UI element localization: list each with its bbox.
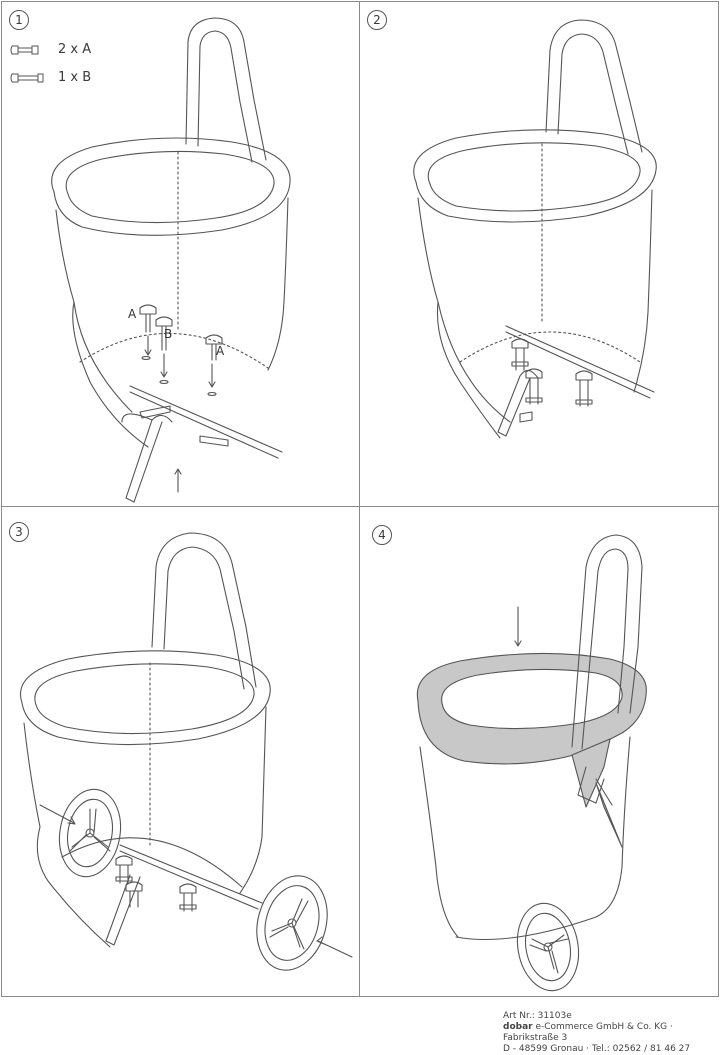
company-name: dobar bbox=[503, 1022, 533, 1032]
bolt-b-icon bbox=[10, 73, 44, 82]
legend-text-b: 1 x B bbox=[58, 70, 92, 85]
cover-arrow-down bbox=[514, 606, 522, 647]
insert-arrow-left-wheel bbox=[39, 804, 76, 825]
bag-body bbox=[419, 746, 459, 938]
step-4-number: 4 bbox=[372, 525, 392, 545]
insert-arrow-up bbox=[174, 468, 182, 493]
legend-row-b: 1 x B bbox=[10, 70, 91, 85]
step-1-number: 1 bbox=[9, 10, 29, 30]
bag-rim bbox=[51, 137, 291, 236]
trolley-handle bbox=[545, 19, 643, 153]
bolt-b bbox=[155, 316, 173, 351]
bolt-mounted-1 bbox=[115, 855, 133, 884]
footer-info: Art Nr.: 31103e dobar e-Commerce GmbH & … bbox=[503, 1011, 720, 1055]
bolt-mounted-2 bbox=[125, 881, 143, 908]
grid-divider-horizontal bbox=[1, 506, 719, 507]
insert-arrow-right-wheel bbox=[316, 936, 353, 958]
part-label-a-right: A bbox=[216, 344, 225, 358]
company-address: D - 48599 Gronau · Tel.: 02562 / 81 46 2… bbox=[503, 1044, 691, 1054]
bag-rim bbox=[20, 650, 271, 746]
bag-body bbox=[55, 209, 149, 448]
bag-body bbox=[23, 722, 111, 948]
bolt-a-icon bbox=[10, 45, 39, 54]
wheel-axle-frame bbox=[129, 385, 283, 459]
step-4-panel: 4 bbox=[360, 507, 718, 997]
article-number: Art Nr.: 31103e bbox=[503, 1011, 572, 1021]
bolt-a-right bbox=[205, 334, 223, 361]
wheel-left bbox=[58, 788, 122, 878]
company-line: dobar e-Commerce GmbH & Co. KG · Fabriks… bbox=[503, 1022, 720, 1044]
bolt-mounted-2 bbox=[525, 368, 543, 405]
bag-body bbox=[417, 197, 501, 439]
part-label-b: B bbox=[164, 327, 173, 341]
step-4-illustration bbox=[416, 534, 647, 992]
wheel-front bbox=[516, 902, 580, 992]
trolley-handle bbox=[185, 17, 267, 161]
trolley-handle bbox=[571, 534, 643, 748]
part-label-a-left: A bbox=[128, 307, 137, 321]
legend-row-a: 2 x A bbox=[10, 42, 91, 57]
legend-text-a: 2 x A bbox=[58, 42, 92, 57]
wheel-right bbox=[256, 875, 328, 971]
bolt-a-left bbox=[139, 304, 157, 333]
step-3-number: 3 bbox=[9, 522, 29, 542]
trolley-handle bbox=[151, 532, 257, 688]
wheel-axle-frame bbox=[119, 844, 263, 910]
bolt-mounted-1 bbox=[511, 338, 529, 371]
company-details: e-Commerce GmbH & Co. KG · Fabrikstraße … bbox=[503, 1022, 673, 1043]
step-1-panel: 1 2 x A 1 x B bbox=[2, 2, 359, 506]
step-3-illustration bbox=[20, 532, 353, 971]
bolt-mounted-3 bbox=[575, 370, 593, 407]
instruction-grid bbox=[1, 1, 719, 997]
step-1-illustration bbox=[51, 17, 291, 503]
bolt-mounted-3 bbox=[179, 883, 197, 912]
step-3-panel: 3 bbox=[2, 507, 359, 997]
step-2-number: 2 bbox=[367, 10, 387, 30]
step-2-illustration bbox=[413, 19, 657, 439]
wheel-axle-frame bbox=[505, 325, 655, 399]
grid-divider-vertical bbox=[359, 1, 360, 997]
bag-rim bbox=[413, 129, 657, 223]
step-2-panel: 2 bbox=[360, 2, 718, 506]
